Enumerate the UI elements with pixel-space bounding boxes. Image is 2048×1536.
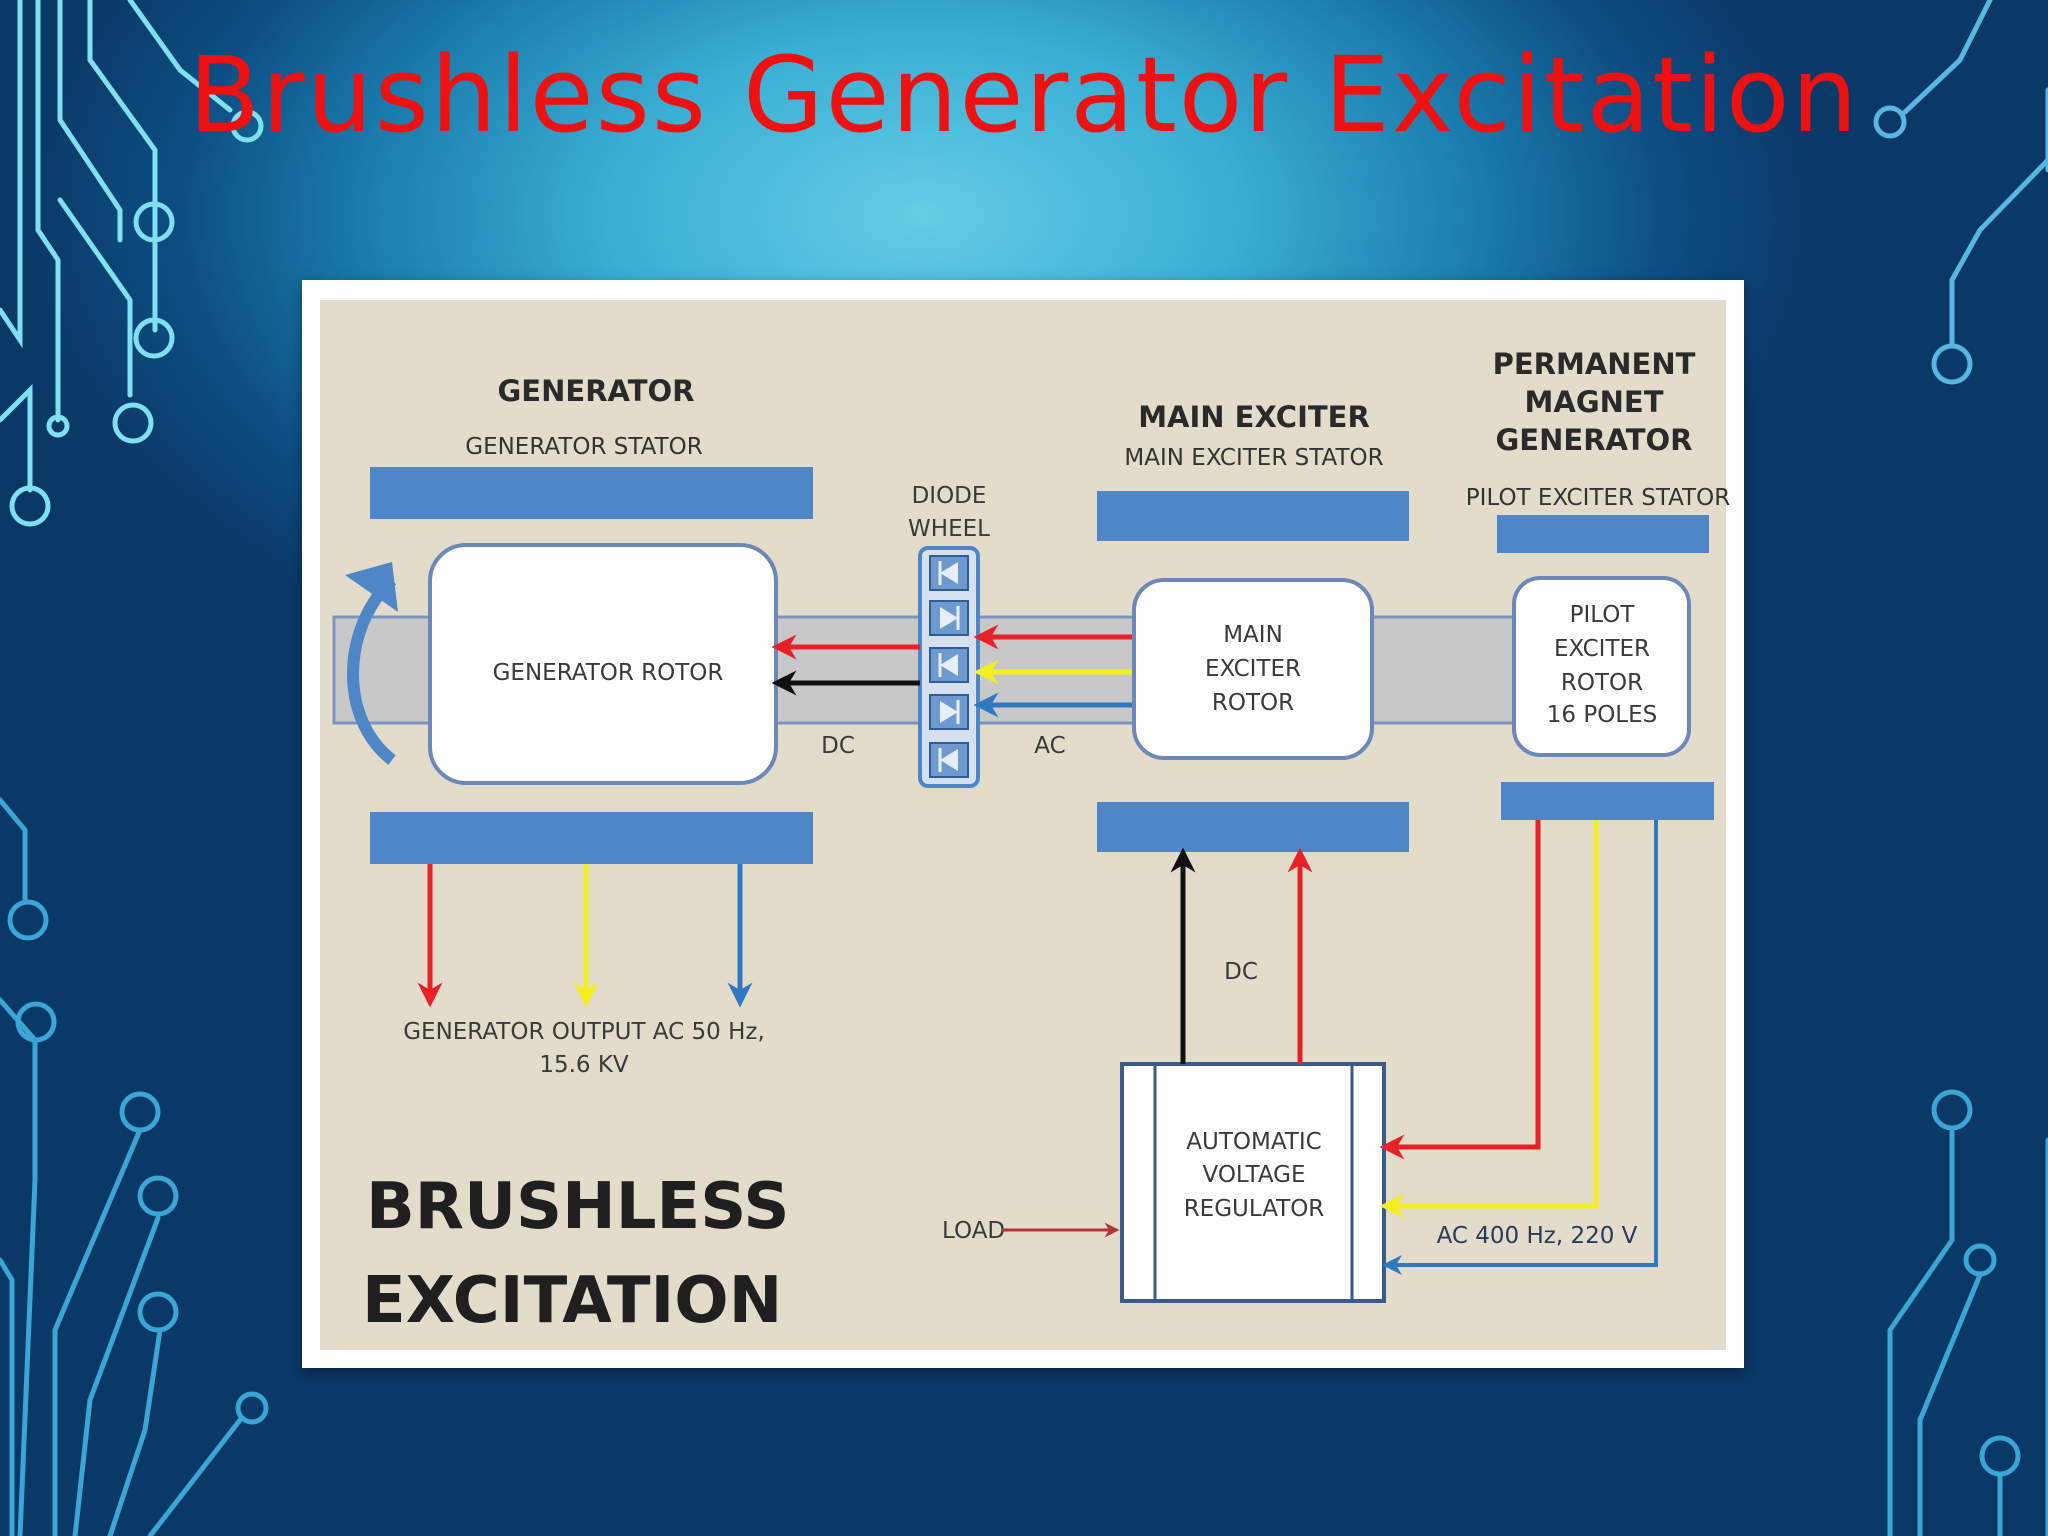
load-label: LOAD xyxy=(942,1218,1005,1244)
pilot-exciter-rotor-line3: ROTOR xyxy=(1561,670,1643,696)
generator-stator-label: GENERATOR STATOR xyxy=(465,434,702,460)
main-exciter-header: MAIN EXCITER xyxy=(1138,400,1370,434)
main-exciter-rotor xyxy=(1132,578,1374,760)
diode-icon xyxy=(929,742,969,778)
generator-stator-top xyxy=(370,467,813,519)
pmg-header-line2: MAGNET xyxy=(1525,385,1664,419)
avr-dc-label: DC xyxy=(1224,959,1258,985)
caption-line2: EXCITATION xyxy=(362,1264,782,1338)
pilot-exciter-rotor-line2: EXCITER xyxy=(1554,636,1650,662)
main-exciter-stator-top xyxy=(1097,491,1409,541)
caption-line1: BRUSHLESS xyxy=(366,1170,790,1244)
main-exciter-stator-bottom xyxy=(1097,802,1409,852)
generator-stator-bottom xyxy=(370,812,813,864)
avr-label-line2: VOLTAGE xyxy=(1202,1162,1305,1188)
main-exciter-stator-label: MAIN EXCITER STATOR xyxy=(1124,445,1383,471)
generator-rotor xyxy=(428,543,778,785)
ac-shaft-label: AC xyxy=(1034,733,1065,759)
avr-label-line3: REGULATOR xyxy=(1184,1196,1325,1222)
diode-icon xyxy=(929,694,969,730)
avr-label-line1: AUTOMATIC xyxy=(1186,1129,1321,1155)
diode-stack xyxy=(929,555,969,778)
generator-output-line1: GENERATOR OUTPUT AC 50 Hz, xyxy=(403,1019,765,1045)
diode-icon xyxy=(929,647,969,683)
pmg-header-line3: GENERATOR xyxy=(1496,423,1693,457)
pmg-header-line1: PERMANENT xyxy=(1493,347,1696,381)
pmg-blue-feed-arrow xyxy=(1382,820,1658,1275)
pmg-yellow-feed-arrow xyxy=(1379,820,1599,1219)
dc-shaft-label: DC xyxy=(821,733,855,759)
pilot-exciter-stator-label: PILOT EXCITER STATOR xyxy=(1466,485,1730,511)
avr-box xyxy=(1120,1062,1386,1303)
pilot-exciter-stator-top xyxy=(1497,515,1709,553)
generator-output-line2: 15.6 KV xyxy=(539,1052,629,1078)
diode-wheel-label-line2: WHEEL xyxy=(908,516,990,542)
pilot-exciter-rotor-line4: 16 POLES xyxy=(1547,702,1658,728)
rotation-arrowhead-icon xyxy=(345,562,398,612)
diode-wheel-label-line1: DIODE xyxy=(912,483,987,509)
diode-icon xyxy=(929,600,969,636)
generator-rotor-label: GENERATOR ROTOR xyxy=(493,660,724,686)
slide-title: Brushless Generator Excitation xyxy=(188,34,1860,156)
pilot-exciter-rotor-line1: PILOT xyxy=(1570,602,1636,628)
pilot-exciter-rotor xyxy=(1512,576,1691,757)
pilot-exciter-stator-bottom xyxy=(1501,782,1714,820)
main-exciter-rotor-line2: EXCITER xyxy=(1205,656,1301,682)
pmg-red-feed-arrow xyxy=(1379,820,1541,1160)
pmg-supply-label: AC 400 Hz, 220 V xyxy=(1437,1223,1638,1249)
generator-header: GENERATOR xyxy=(498,374,695,408)
rotation-arrow-icon xyxy=(347,575,397,765)
main-exciter-rotor-line3: ROTOR xyxy=(1212,690,1294,716)
main-exciter-rotor-line1: MAIN xyxy=(1223,622,1283,648)
diode-icon xyxy=(929,555,969,591)
